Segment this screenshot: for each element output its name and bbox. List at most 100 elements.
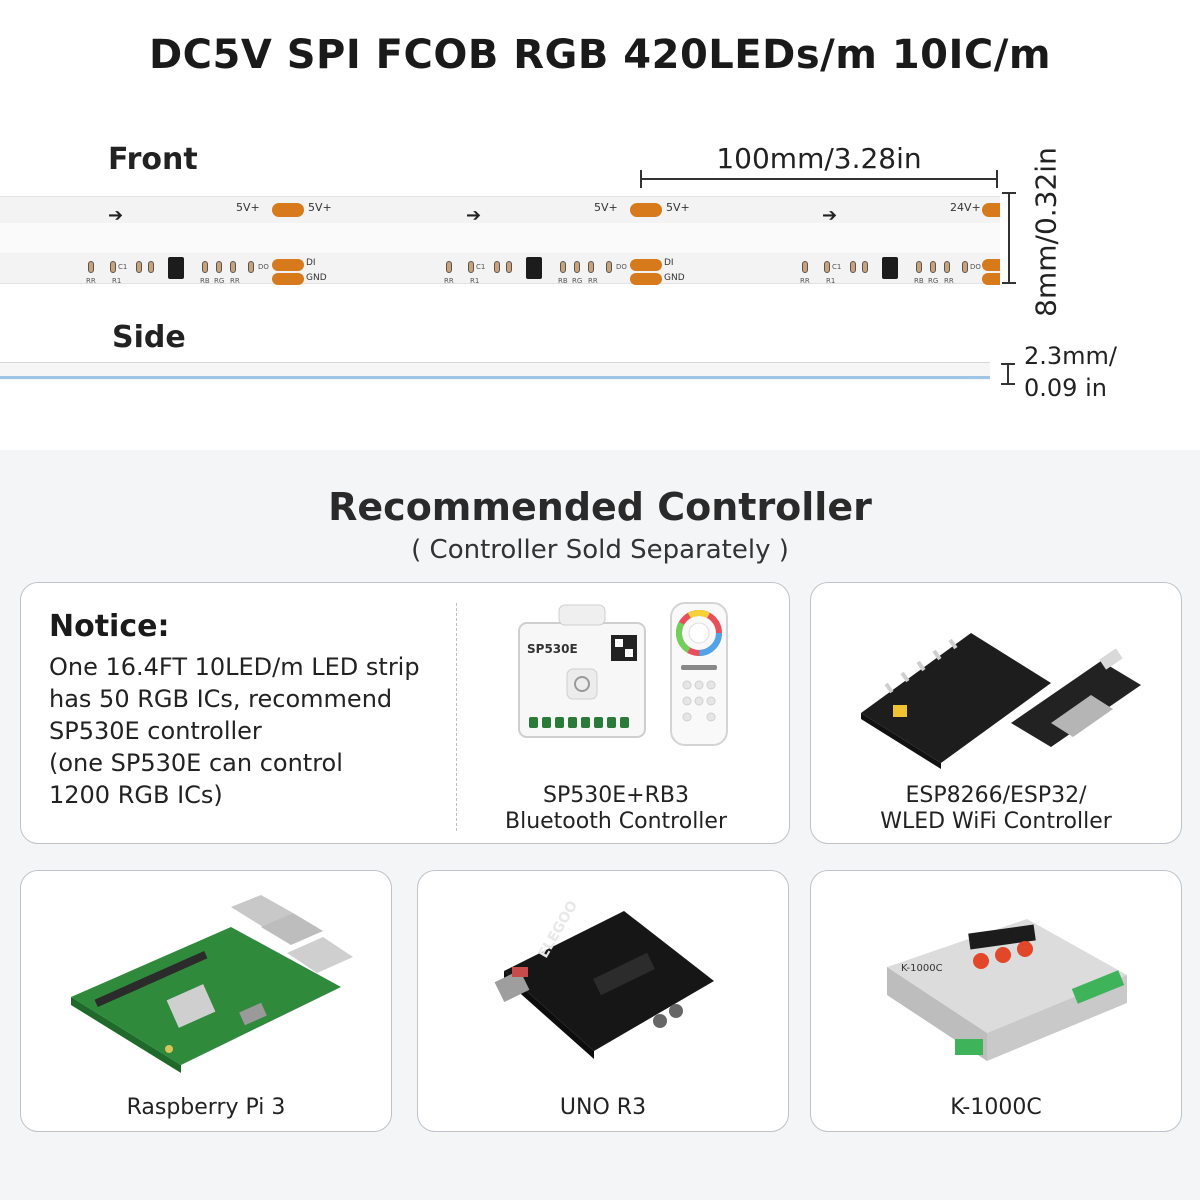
led-strip-side-edge <box>0 376 990 379</box>
component-label: RR <box>444 277 454 285</box>
width-dimension-label: 8mm/0.32in <box>1029 147 1063 317</box>
component-label: RG <box>928 277 939 285</box>
esp-controller-card: ESP8266/ESP32/ WLED WiFi Controller <box>810 582 1182 844</box>
resistor <box>824 261 830 273</box>
notice-card: Notice: One 16.4FT 10LED/m LED strip has… <box>20 582 790 844</box>
pin-label-di: DI <box>664 258 674 268</box>
solder-pad <box>982 203 1000 217</box>
notice-title: Notice: <box>49 609 170 644</box>
led-strip-side <box>0 362 990 380</box>
product-label: Raspberry Pi 3 <box>126 1095 286 1120</box>
notice-text-line: has 50 RGB ICs, recommend <box>49 685 393 713</box>
ic-chip <box>168 257 184 279</box>
component-label: RR <box>800 277 810 285</box>
length-dimension-tick <box>640 170 642 188</box>
component-label: DO <box>258 263 269 271</box>
resistor <box>944 261 950 273</box>
component-label: RB <box>914 277 924 285</box>
length-dimension-tick <box>996 170 998 188</box>
resistor <box>230 261 236 273</box>
resistor <box>110 261 116 273</box>
component-label: RG <box>572 277 583 285</box>
thickness-dimension-line <box>1007 364 1009 384</box>
notice-text-line: 1200 RGB ICs) <box>49 781 223 809</box>
sp530e-controller-image: SP530E <box>518 602 728 746</box>
resistor <box>962 261 968 273</box>
resistor <box>588 261 594 273</box>
solder-pad <box>272 203 304 217</box>
resistor <box>148 261 154 273</box>
component-label: C1 <box>118 263 128 271</box>
pad-label: 5V+ <box>594 201 618 214</box>
resistor <box>506 261 512 273</box>
solder-pad <box>272 273 304 285</box>
resistor <box>916 261 922 273</box>
strip-segment: ➔ 5V+ 5V+ RR C1 R1 RB RG RR DO DI GND <box>358 197 718 285</box>
solder-pad <box>982 259 1000 271</box>
thickness-dimension-tick <box>1001 363 1015 365</box>
side-view-label: Side <box>112 320 186 355</box>
thickness-label: 2.3mm/ <box>1024 342 1118 370</box>
thickness-dimension-tick <box>1001 383 1015 385</box>
direction-arrow-icon: ➔ <box>108 205 124 226</box>
component-label: RR <box>588 277 598 285</box>
pin-label-di: DI <box>306 258 316 268</box>
pad-label: 24V+ <box>950 201 981 214</box>
esp32-board-image <box>861 633 1141 769</box>
pin-label-gnd: GND <box>306 273 327 283</box>
resistor <box>202 261 208 273</box>
resistor <box>88 261 94 273</box>
component-label: RR <box>86 277 96 285</box>
strip-diagram-section: DC5V SPI FCOB RGB 420LEDs/m 10IC/m Front… <box>0 0 1200 450</box>
dashed-divider <box>456 603 457 831</box>
resistor <box>574 261 580 273</box>
product-label: WLED WiFi Controller <box>880 809 1112 834</box>
capacitor <box>850 261 856 273</box>
product-label: UNO R3 <box>559 1095 647 1120</box>
component-label: R1 <box>112 277 122 285</box>
strip-segment: ➔ 24V+ RR C1 R1 RB RG RR DO <box>714 197 1000 285</box>
notice-text-line: One 16.4FT 10LED/m LED strip <box>49 653 420 681</box>
length-dimension-line <box>640 178 998 180</box>
raspberry-pi-card: Raspberry Pi 3 <box>20 870 392 1132</box>
solder-pad <box>630 203 662 217</box>
product-label: K-1000C <box>950 1095 1042 1120</box>
capacitor <box>136 261 142 273</box>
component-label: RR <box>944 277 954 285</box>
section-title: Recommended Controller <box>328 485 872 529</box>
component-label: RB <box>558 277 568 285</box>
k1000c-controller-image: K-1000C <box>887 919 1127 1061</box>
resistor <box>468 261 474 273</box>
cob-light-band <box>0 223 1000 253</box>
length-dimension-label: 100mm/3.28in <box>716 142 922 175</box>
notice-text-line: (one SP530E can control <box>49 749 343 777</box>
resistor <box>216 261 222 273</box>
resistor <box>802 261 808 273</box>
solder-pad <box>982 273 1000 285</box>
resistor <box>930 261 936 273</box>
resistor <box>606 261 612 273</box>
ic-chip <box>882 257 898 279</box>
direction-arrow-icon: ➔ <box>466 205 482 226</box>
component-label: R1 <box>470 277 480 285</box>
width-dimension-line <box>1008 192 1010 284</box>
led-strip-front: ➔ 5V+ 5V+ RR C1 R1 RB RG RR DO DI GND <box>0 196 1000 285</box>
width-dimension-tick <box>1002 192 1016 194</box>
component-label: RG <box>214 277 225 285</box>
resistor <box>560 261 566 273</box>
k1000c-card: K-1000C K-1000C <box>810 870 1182 1132</box>
direction-arrow-icon: ➔ <box>822 205 838 226</box>
component-label: DO <box>970 263 981 271</box>
notice-text-line: SP530E controller <box>49 717 262 745</box>
component-label: RR <box>230 277 240 285</box>
resistor <box>446 261 452 273</box>
device-model-text: SP530E <box>527 642 578 656</box>
raspberry-pi-board-image <box>71 895 353 1073</box>
capacitor <box>494 261 500 273</box>
thickness-label: 0.09 in <box>1024 374 1107 402</box>
solder-pad <box>630 259 662 271</box>
uno-r3-card: ELEGOO UNO R3 <box>417 870 789 1132</box>
main-title: DC5V SPI FCOB RGB 420LEDs/m 10IC/m <box>148 32 1052 78</box>
solder-pad <box>630 273 662 285</box>
component-label: RB <box>200 277 210 285</box>
